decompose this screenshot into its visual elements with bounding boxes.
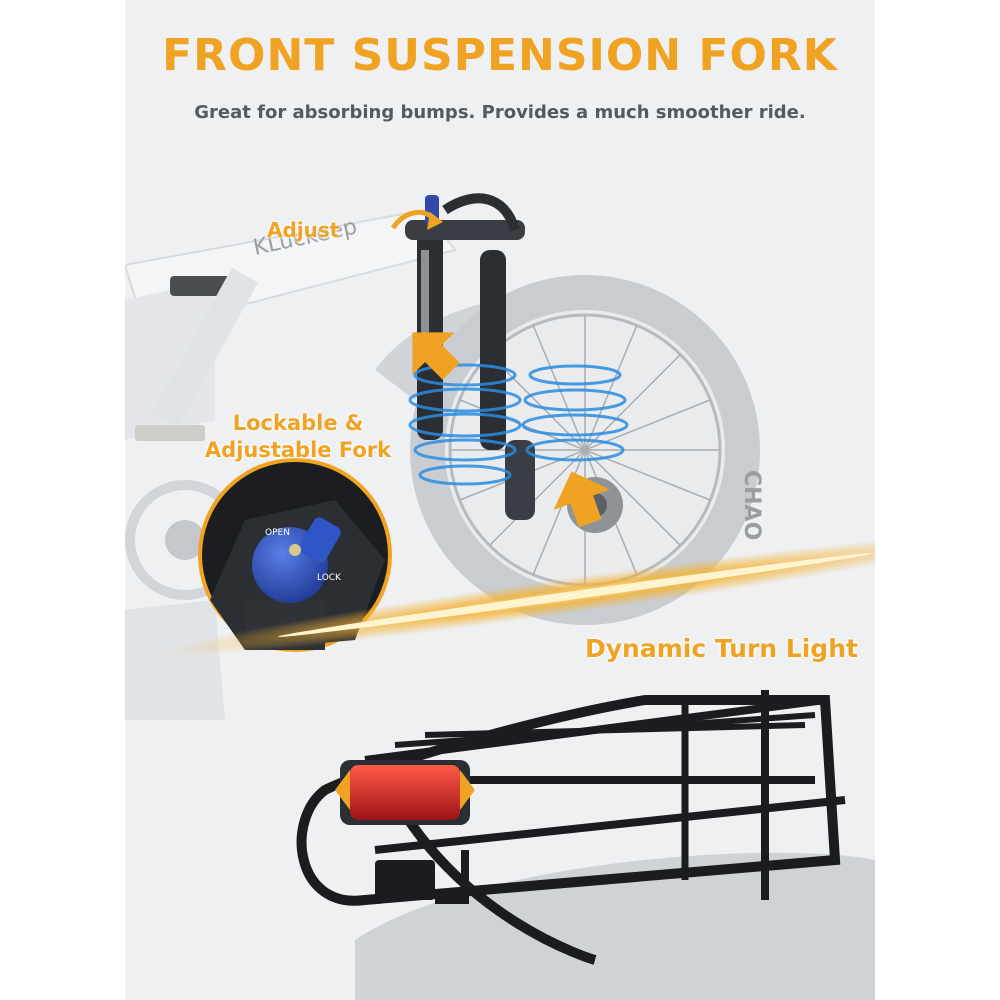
product-image: KLuckeep CHAO OPEN LOCK: [125, 0, 875, 1000]
tire-text: CHAO: [739, 470, 764, 540]
page-subtitle: Great for absorbing bumps. Provides a mu…: [194, 102, 806, 123]
direction-arrows: [390, 210, 610, 528]
knob-lock-label: LOCK: [317, 573, 342, 583]
lockable-line-2: Adjustable Fork: [204, 438, 392, 462]
lockable-line-1: Lockable &: [232, 411, 364, 435]
lock-knob-inset: OPEN LOCK: [198, 458, 392, 652]
lockable-fork-callout: Lockable & Adjustable Fork: [203, 410, 393, 464]
page-title: FRONT SUSPENSION FORK: [162, 30, 838, 81]
light-streak: [159, 533, 875, 657]
fork: [405, 193, 535, 520]
motion-springs: [408, 363, 629, 486]
tail-light: [335, 760, 475, 825]
knob-open-label: OPEN: [265, 528, 290, 538]
turn-light-callout: Dynamic Turn Light: [585, 634, 858, 663]
bike-frame: [125, 208, 457, 720]
adjust-callout: Adjust: [267, 218, 340, 242]
bike-scene: KLuckeep CHAO OPEN LOCK: [125, 0, 875, 1000]
